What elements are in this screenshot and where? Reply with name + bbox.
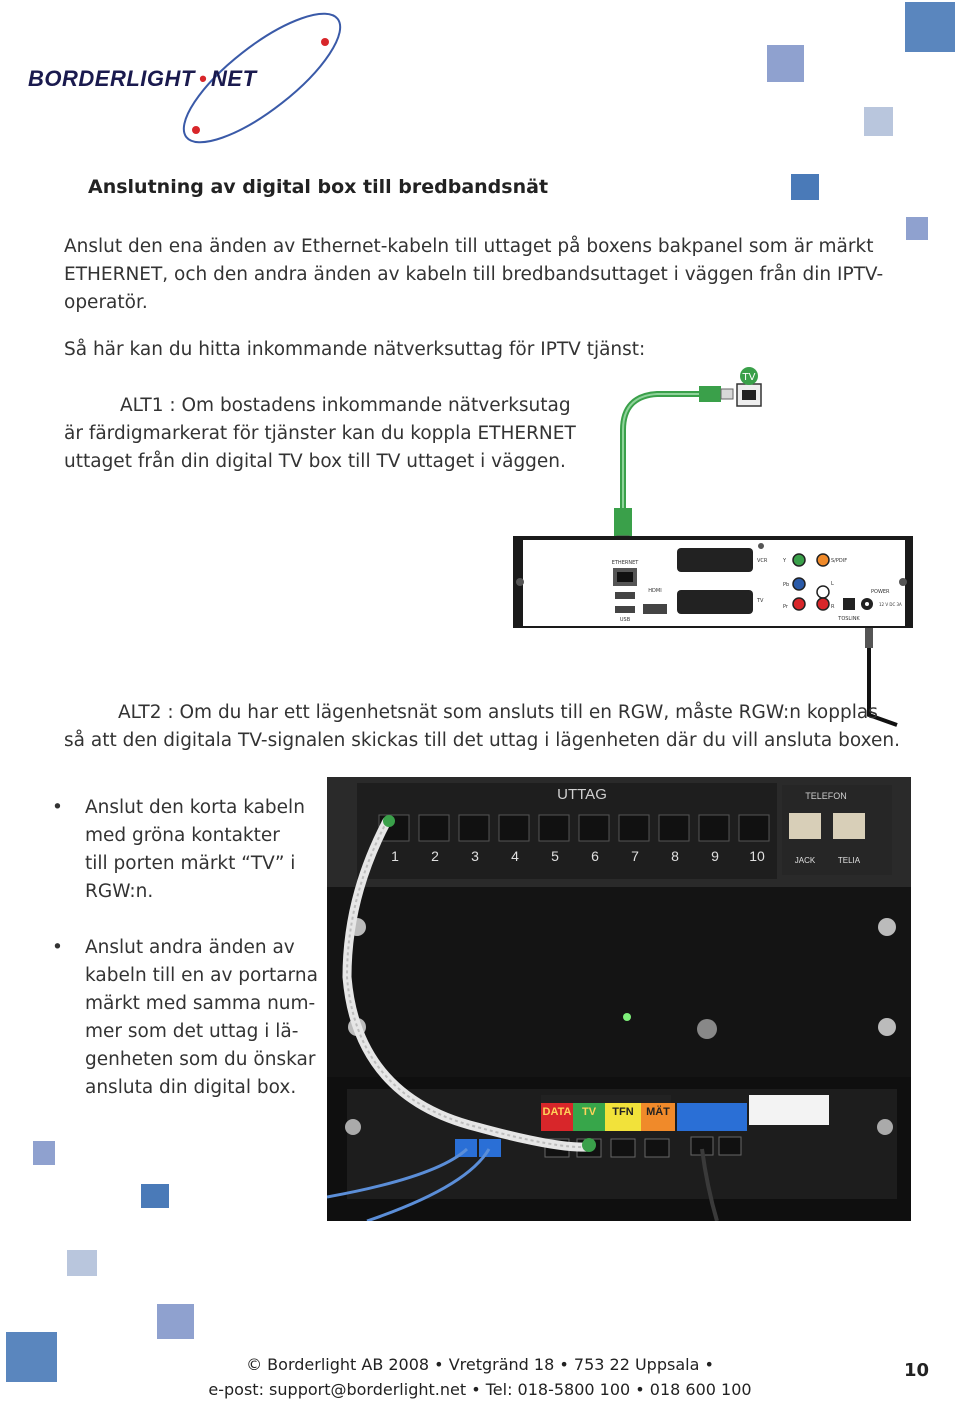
telefon-label: TELEFON	[805, 791, 847, 801]
page-number: 10	[904, 1360, 930, 1381]
port-label-mat: MÄT	[646, 1105, 670, 1118]
panel-label-hdmi: HDMI	[648, 588, 661, 594]
port-number: 10	[749, 848, 765, 864]
deco-square	[157, 1304, 194, 1339]
intro-line: ETHERNET, och den andra änden av kabeln …	[64, 264, 884, 285]
port-number: 8	[671, 848, 679, 864]
bullet-dot: •	[52, 937, 63, 958]
port-label-data: DATA	[543, 1106, 572, 1118]
panel-label-pr: Pr	[783, 604, 789, 610]
list-item-line: med gröna kontakter	[85, 825, 280, 846]
intro-line: Anslut den ena änden av Ethernet-kabeln …	[64, 236, 874, 257]
deco-square	[767, 45, 804, 82]
uttag-label: UTTAG	[557, 786, 607, 803]
port-number: 9	[711, 848, 719, 864]
port-number: 6	[591, 848, 599, 864]
logo-text: BORDERLIGHT•NET	[28, 66, 257, 91]
intro-paragraph: Anslut den ena änden av Ethernet-kabeln …	[64, 233, 883, 317]
company-logo: BORDERLIGHT•NET	[0, 0, 360, 150]
list-item-line: till porten märkt “TV” i	[85, 853, 296, 874]
port-number: 3	[471, 848, 479, 864]
deco-square	[141, 1184, 169, 1208]
deco-square	[905, 2, 955, 52]
deco-square	[6, 1332, 57, 1382]
tv-badge: TV	[742, 372, 756, 383]
alt1-line: uttaget från din digital TV box till TV …	[64, 451, 566, 472]
list-item-line: Anslut den korta kabeln	[85, 797, 305, 818]
connection-diagram: TV ETHERNET USB HDMI VCR TV Y Pb Pr	[505, 360, 925, 740]
port-number: 1	[391, 848, 399, 864]
panel-label-ethernet: ETHERNET	[612, 560, 640, 566]
deco-square	[33, 1141, 55, 1165]
alt1-line: är färdigmarkerat för tjänster kan du ko…	[64, 423, 576, 444]
deco-square	[906, 217, 928, 240]
panel-label-r: R	[831, 604, 835, 610]
alt1-line: ALT1 : Om bostadens inkommande nätverksu…	[120, 395, 571, 416]
list-item-line: genheten som du önskar	[85, 1049, 316, 1070]
jack-label: JACK	[795, 856, 816, 865]
list-item-line: RGW:n.	[85, 881, 154, 902]
footer-line: e-post: support@borderlight.net • Tel: 0…	[208, 1380, 752, 1399]
panel-label-usb: USB	[620, 617, 631, 623]
deco-square	[67, 1250, 97, 1276]
port-label-tv: TV	[582, 1106, 597, 1118]
port-number: 7	[631, 848, 639, 864]
port-number: 4	[511, 848, 519, 864]
alt1-paragraph: ALT1 : Om bostadens inkommande nätverksu…	[64, 392, 576, 476]
bullet-dot: •	[52, 797, 63, 818]
panel-label-tv: TV	[756, 598, 764, 604]
how-to-line: Så här kan du hitta inkommande nätverksu…	[64, 339, 646, 360]
instruction-list: • Anslut den korta kabeln med gröna kont…	[52, 794, 318, 1130]
panel-label-toslink: TOSLINK	[837, 616, 860, 622]
alt2-line: ALT2 : Om du har ett lägenhetsnät som an…	[118, 702, 878, 723]
list-item: • Anslut den korta kabeln med gröna kont…	[52, 794, 312, 906]
deco-square	[791, 174, 819, 200]
telia-label: TELIA	[838, 856, 861, 865]
rgw-photo: UTTAG 1 2 3 4 5 6 7 8 9 10 TELEFON JACK …	[327, 777, 911, 1221]
list-item-line: märkt med samma num-	[85, 993, 316, 1014]
list-item-line: Anslut andra änden av	[85, 937, 295, 958]
port-number: 2	[431, 848, 439, 864]
list-item-line: kabeln till en av portarna	[85, 965, 318, 986]
footer-line: © Borderlight AB 2008 • Vretgränd 18 • 7…	[246, 1355, 714, 1374]
page-heading: Anslutning av digital box till bredbands…	[88, 176, 549, 198]
panel-label-spdif: S/PDIF	[831, 558, 847, 564]
panel-label-vcr: VCR	[757, 558, 768, 564]
deco-square	[864, 107, 893, 136]
panel-label-power-spec: 12 V DC 3A	[879, 602, 902, 607]
alt2-paragraph: ALT2 : Om du har ett lägenhetsnät som an…	[64, 699, 900, 755]
alt2-line: så att den digitala TV-signalen skickas …	[64, 730, 900, 751]
panel-label-y: Y	[782, 558, 787, 564]
list-item-line: mer som det uttag i lä-	[85, 1021, 299, 1042]
panel-label-power: POWER	[871, 589, 890, 595]
panel-label-l: L	[831, 581, 834, 587]
intro-line: operatör.	[64, 292, 148, 313]
how-to-text: Så här kan du hitta inkommande nätverksu…	[64, 336, 645, 364]
list-item: • Anslut andra änden av kabeln till en a…	[52, 934, 318, 1102]
port-label-tfn: TFN	[612, 1106, 633, 1118]
port-number: 5	[551, 848, 559, 864]
panel-label-pb: Pb	[783, 582, 789, 588]
list-item-line: ansluta din digital box.	[85, 1077, 297, 1098]
